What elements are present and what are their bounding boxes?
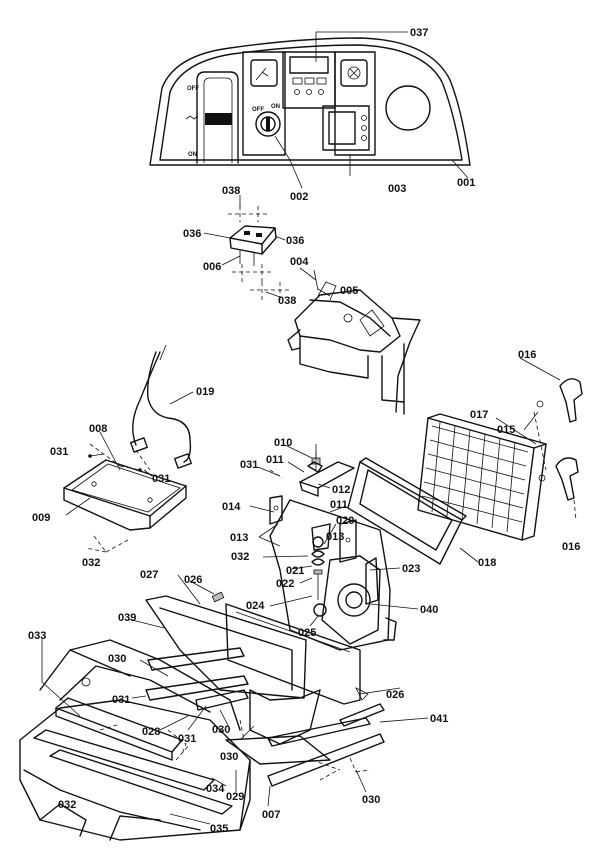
callout-006: 006 bbox=[203, 261, 221, 273]
callout-019: 019 bbox=[196, 386, 214, 398]
callout-016-bottom: 016 bbox=[562, 541, 580, 553]
callout-031-b: 031 bbox=[240, 459, 258, 471]
callout-008: 008 bbox=[89, 423, 107, 435]
callout-011-a: 011 bbox=[266, 454, 284, 466]
callout-038-bottom: 038 bbox=[278, 295, 296, 307]
switch-bracket-assembly bbox=[228, 206, 290, 300]
callout-030-a: 030 bbox=[108, 653, 126, 665]
callout-036-right: 036 bbox=[286, 235, 304, 247]
callout-032-c: 032 bbox=[58, 799, 76, 811]
callout-005: 005 bbox=[340, 285, 358, 297]
callout-024: 024 bbox=[246, 600, 265, 612]
air-filter bbox=[417, 413, 547, 541]
leader-lines bbox=[41, 31, 561, 825]
callout-041: 041 bbox=[430, 713, 448, 725]
wire-harness bbox=[130, 344, 192, 469]
filter-frame bbox=[347, 457, 467, 565]
callout-031-a: 031 bbox=[50, 446, 68, 458]
callout-002: 002 bbox=[290, 191, 308, 203]
callout-039: 039 bbox=[118, 612, 136, 624]
fan-housing bbox=[269, 452, 397, 651]
callout-038-top: 038 bbox=[222, 185, 240, 197]
callout-026-b: 026 bbox=[386, 689, 404, 701]
callout-029: 029 bbox=[226, 791, 244, 803]
hardware bbox=[88, 378, 583, 781]
callout-034: 034 bbox=[206, 783, 225, 795]
callout-021: 021 bbox=[286, 565, 304, 577]
dash-frame bbox=[287, 269, 421, 415]
callout-011-b: 011 bbox=[330, 499, 348, 511]
callout-025: 025 bbox=[298, 627, 316, 639]
callout-013-a: 013 bbox=[230, 532, 248, 544]
callout-030-b: 030 bbox=[212, 724, 230, 736]
dashboard-panel: OFF ON OFF ON bbox=[149, 37, 471, 166]
callout-020: 020 bbox=[336, 515, 354, 527]
callout-032-b: 032 bbox=[82, 557, 100, 569]
callout-032-a: 032 bbox=[231, 551, 249, 563]
callout-018: 018 bbox=[478, 557, 496, 569]
callout-013-b: 013 bbox=[326, 531, 344, 543]
side-strips bbox=[33, 697, 233, 815]
floor-panels bbox=[145, 595, 385, 787]
callout-012: 012 bbox=[332, 484, 350, 496]
panel-off-label: OFF bbox=[187, 86, 199, 92]
callout-031-c: 031 bbox=[152, 473, 170, 485]
callout-031-e: 031 bbox=[178, 733, 196, 745]
callout-022: 022 bbox=[276, 578, 294, 590]
callout-028: 028 bbox=[142, 726, 160, 738]
callout-003: 003 bbox=[388, 183, 406, 195]
tray bbox=[63, 459, 187, 553]
callout-030-d: 030 bbox=[362, 794, 380, 806]
callout-017: 017 bbox=[470, 409, 488, 421]
callout-023: 023 bbox=[402, 563, 420, 575]
callout-014: 014 bbox=[222, 501, 241, 513]
callout-031-d: 031 bbox=[112, 694, 130, 706]
callout-033: 033 bbox=[28, 630, 46, 642]
key-on-label: ON bbox=[271, 104, 280, 110]
callout-007: 007 bbox=[262, 809, 280, 821]
callout-004: 004 bbox=[290, 256, 309, 268]
callout-036-left: 036 bbox=[183, 228, 201, 240]
callout-027: 027 bbox=[140, 569, 158, 581]
callout-035: 035 bbox=[210, 823, 228, 835]
callout-001: 001 bbox=[457, 177, 475, 189]
callout-026-a: 026 bbox=[184, 574, 202, 586]
callout-030-c: 030 bbox=[220, 751, 238, 763]
callout-010: 010 bbox=[274, 437, 292, 449]
panel-on-label: ON bbox=[188, 152, 197, 158]
callout-labels: 037 001 002 003 038 036 036 006 004 005 … bbox=[28, 27, 580, 835]
callout-016-top: 016 bbox=[518, 349, 536, 361]
callout-009: 009 bbox=[32, 512, 50, 524]
callout-015: 015 bbox=[497, 424, 515, 436]
key-off-label: OFF bbox=[252, 107, 264, 113]
callout-037: 037 bbox=[410, 27, 428, 39]
callout-040: 040 bbox=[420, 604, 438, 616]
chassis-base bbox=[19, 639, 331, 841]
